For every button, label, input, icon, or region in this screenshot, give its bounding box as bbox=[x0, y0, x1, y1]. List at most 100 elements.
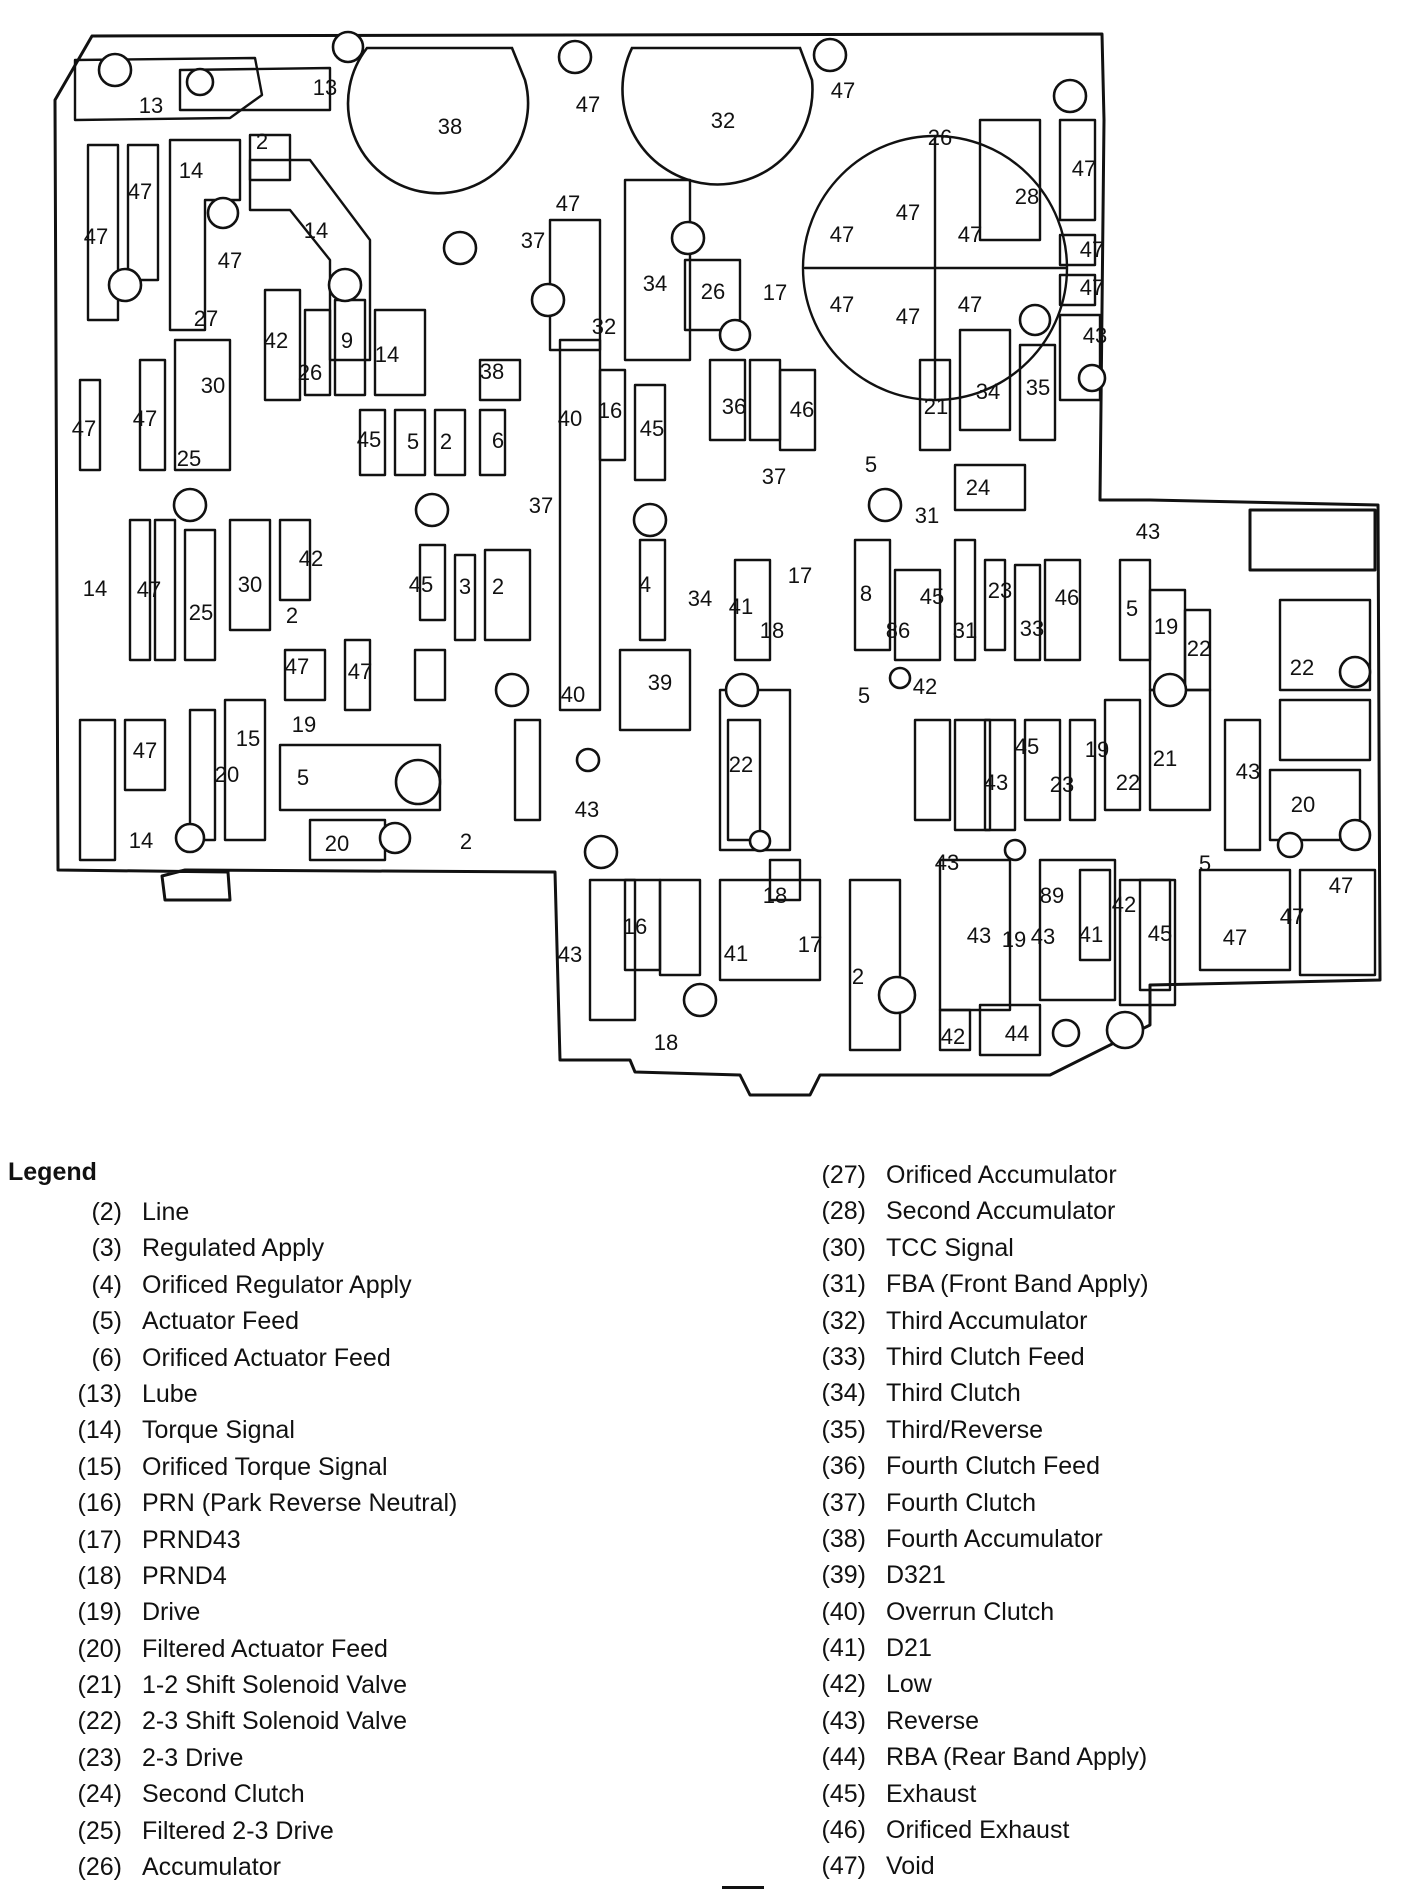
label: 14 bbox=[304, 218, 328, 243]
legend-label: D21 bbox=[886, 1634, 932, 1663]
legend-label: D321 bbox=[886, 1561, 946, 1590]
legend-item: (20) Filtered Actuator Feed bbox=[52, 1631, 457, 1667]
bore-38 bbox=[346, 46, 530, 195]
legend-item: (26)Accumulator bbox=[52, 1849, 457, 1885]
legend-label: Third Clutch bbox=[886, 1379, 1021, 1408]
legend-code: (30) bbox=[821, 1233, 866, 1262]
label: 16 bbox=[598, 398, 622, 423]
label: 47 bbox=[285, 654, 309, 679]
legend-label: Filtered Actuator Feed bbox=[142, 1634, 388, 1663]
legend-code: (23) bbox=[77, 1743, 122, 1772]
label: 45 bbox=[640, 416, 664, 441]
label: 47 bbox=[958, 292, 982, 317]
legend-item: (37)Fourth Clutch bbox=[806, 1485, 1149, 1521]
legend-label: PRN (Park Reverse Neutral) bbox=[142, 1489, 458, 1518]
plate-outline bbox=[53, 32, 1382, 1097]
label: 46 bbox=[1055, 585, 1079, 610]
legend-label: Orificed Actuator Feed bbox=[142, 1343, 391, 1372]
legend-code: (2) bbox=[91, 1198, 122, 1226]
label: 42 bbox=[299, 546, 323, 571]
label: 22 bbox=[1116, 770, 1140, 795]
label: 5 bbox=[865, 452, 877, 477]
legend-code: (33) bbox=[821, 1342, 866, 1371]
label: 47 bbox=[137, 577, 161, 602]
label: 18 bbox=[763, 883, 787, 908]
label: 22 bbox=[729, 752, 753, 777]
label: 23 bbox=[988, 578, 1012, 603]
legend-code: (31) bbox=[821, 1270, 866, 1299]
label: 19 bbox=[1154, 614, 1178, 639]
legend-label: Third Clutch Feed bbox=[886, 1342, 1085, 1371]
legend-item: (5)Actuator Feed bbox=[52, 1303, 457, 1339]
label: 14 bbox=[129, 828, 153, 853]
label: 43 bbox=[1083, 323, 1107, 348]
legend-item: (42)Low bbox=[806, 1666, 1149, 1702]
diagram-labels: 13 13 38 47 32 47 2 14 47 47 26 47 28 14… bbox=[72, 75, 1353, 1055]
legend-item: (27)Orificed Accumulator bbox=[806, 1157, 1149, 1193]
legend-item: (46) Orificed Exhaust bbox=[806, 1812, 1149, 1848]
legend-code: (27) bbox=[821, 1161, 866, 1189]
label: 39 bbox=[648, 670, 672, 695]
label: 2 bbox=[440, 429, 452, 454]
label: 18 bbox=[654, 1030, 678, 1055]
label: 86 bbox=[886, 618, 910, 643]
legend-item: (2)Line bbox=[52, 1194, 457, 1230]
legend-label: Actuator Feed bbox=[142, 1307, 300, 1336]
label: 47 bbox=[1072, 156, 1096, 181]
label: 45 bbox=[357, 427, 381, 452]
legend-label: Orificed Regulator Apply bbox=[142, 1270, 412, 1299]
label: 22 bbox=[1187, 636, 1211, 661]
label: 5 bbox=[1126, 596, 1138, 621]
label: 42 bbox=[913, 674, 937, 699]
label: 47 bbox=[133, 406, 157, 431]
legend-label: Filtered 2-3 Drive bbox=[142, 1816, 334, 1845]
legend-code: (19) bbox=[77, 1598, 122, 1627]
label: 30 bbox=[238, 572, 262, 597]
legend-code: (26) bbox=[77, 1853, 122, 1882]
legend-code: (20) bbox=[77, 1634, 122, 1663]
label: 31 bbox=[915, 503, 939, 528]
label: 23 bbox=[1050, 772, 1074, 797]
legend-item: (23)2-3 Drive bbox=[52, 1740, 457, 1776]
legend-item: (28)Second Accumulator bbox=[806, 1193, 1149, 1229]
legend-label: FBA (Front Band Apply) bbox=[886, 1270, 1149, 1299]
label: 28 bbox=[1015, 184, 1039, 209]
legend-code: (44) bbox=[821, 1743, 866, 1772]
label: 47 bbox=[218, 248, 242, 273]
label: 22 bbox=[1290, 655, 1314, 680]
label: 47 bbox=[1080, 275, 1104, 300]
legend-code: (21) bbox=[77, 1671, 122, 1700]
legend-code: (46) bbox=[821, 1816, 866, 1845]
legend-code: (6) bbox=[91, 1343, 122, 1372]
legend-item: (33) Third Clutch Feed bbox=[806, 1339, 1149, 1375]
label: 47 bbox=[831, 78, 855, 103]
label: 46 bbox=[790, 397, 814, 422]
legend-item: (18)PRND4 bbox=[52, 1558, 457, 1594]
label: 38 bbox=[480, 359, 504, 384]
legend-label: Fourth Clutch bbox=[886, 1488, 1037, 1517]
legend-code: (4) bbox=[91, 1270, 122, 1299]
label: 20 bbox=[1291, 792, 1315, 817]
legend-code: (22) bbox=[77, 1707, 122, 1736]
label: 47 bbox=[1329, 873, 1353, 898]
label: 5 bbox=[407, 429, 419, 454]
label: 47 bbox=[348, 659, 372, 684]
label: 25 bbox=[177, 446, 201, 471]
label: 47 bbox=[84, 224, 108, 249]
legend-code: (39) bbox=[821, 1561, 866, 1590]
legend-label: Fourth Accumulator bbox=[886, 1524, 1103, 1553]
label: 17 bbox=[763, 280, 787, 305]
label: 43 bbox=[935, 850, 959, 875]
legend-item: (45)Exhaust bbox=[806, 1776, 1149, 1812]
label: 41 bbox=[729, 594, 753, 619]
legend-item: (44)RBA (Rear Band Apply) bbox=[806, 1739, 1149, 1775]
legend-item: (22)2-3 Shift Solenoid Valve bbox=[52, 1703, 457, 1739]
legend-label: Exhaust bbox=[886, 1779, 977, 1808]
legend-label: PRND4 bbox=[142, 1561, 227, 1590]
legend-item: (35)Third/Reverse bbox=[806, 1412, 1149, 1448]
legend-item: (30)TCC Signal bbox=[806, 1230, 1149, 1266]
label: 2 bbox=[286, 603, 298, 628]
legend-item: (16)PRN (Park Reverse Neutral) bbox=[52, 1485, 458, 1521]
legend-label: Orificed Exhaust bbox=[886, 1816, 1070, 1845]
label: 47 bbox=[958, 222, 982, 247]
